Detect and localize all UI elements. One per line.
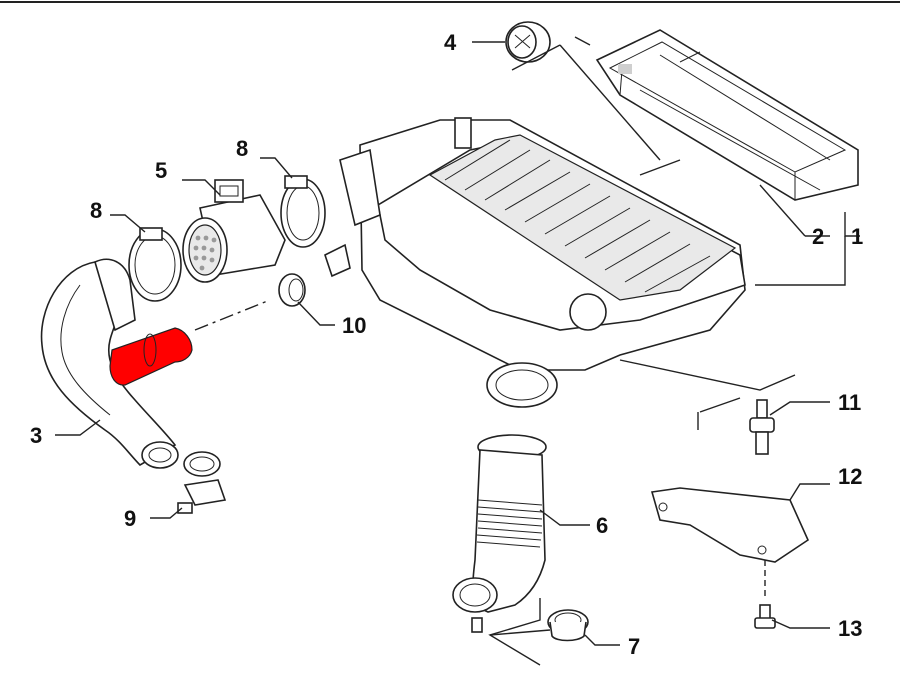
part-9-clamp-sensor[interactable]	[177, 451, 227, 514]
label-part-9: 9	[124, 506, 136, 531]
label-part-1: 1	[851, 224, 863, 249]
label-part-8-right: 8	[236, 136, 248, 161]
label-part-10: 10	[342, 313, 366, 338]
label-part-4: 4	[444, 30, 457, 55]
part-13-bolt[interactable]	[754, 604, 776, 629]
part-5-mass-air-flow-sensor[interactable]	[182, 179, 286, 283]
part-4-grommet[interactable]	[505, 21, 551, 63]
part-10-cap[interactable]	[278, 273, 306, 307]
part-8-hose-clamp-left[interactable]	[128, 227, 182, 302]
label-part-12: 12	[838, 464, 862, 489]
part-2-filter-tray[interactable]	[595, 29, 859, 201]
label-part-6: 6	[596, 513, 608, 538]
leader-lines	[55, 36, 860, 666]
part-3-intake-duct[interactable]	[40, 258, 179, 469]
label-part-8-left: 8	[90, 198, 102, 223]
label-part-5: 5	[155, 158, 167, 183]
part-6-corrugated-hose[interactable]	[452, 434, 547, 633]
label-part-3: 3	[30, 423, 42, 448]
label-part-2: 2	[812, 224, 824, 249]
label-part-11: 11	[838, 390, 861, 415]
highlighted-connector-hose[interactable]	[109, 327, 193, 386]
part-number-labels: 1 2 3 4 5 6 7 8 8 9 10 11 12 13	[30, 30, 863, 659]
part-7-grommet[interactable]	[547, 609, 589, 642]
label-part-7: 7	[628, 634, 640, 659]
label-part-13: 13	[838, 616, 862, 641]
part-8-hose-clamp-right[interactable]	[280, 175, 326, 248]
part-11-rubber-mount[interactable]	[749, 399, 775, 455]
part-1-airbox-housing[interactable]	[324, 117, 746, 408]
part-12-bracket[interactable]	[650, 487, 810, 563]
